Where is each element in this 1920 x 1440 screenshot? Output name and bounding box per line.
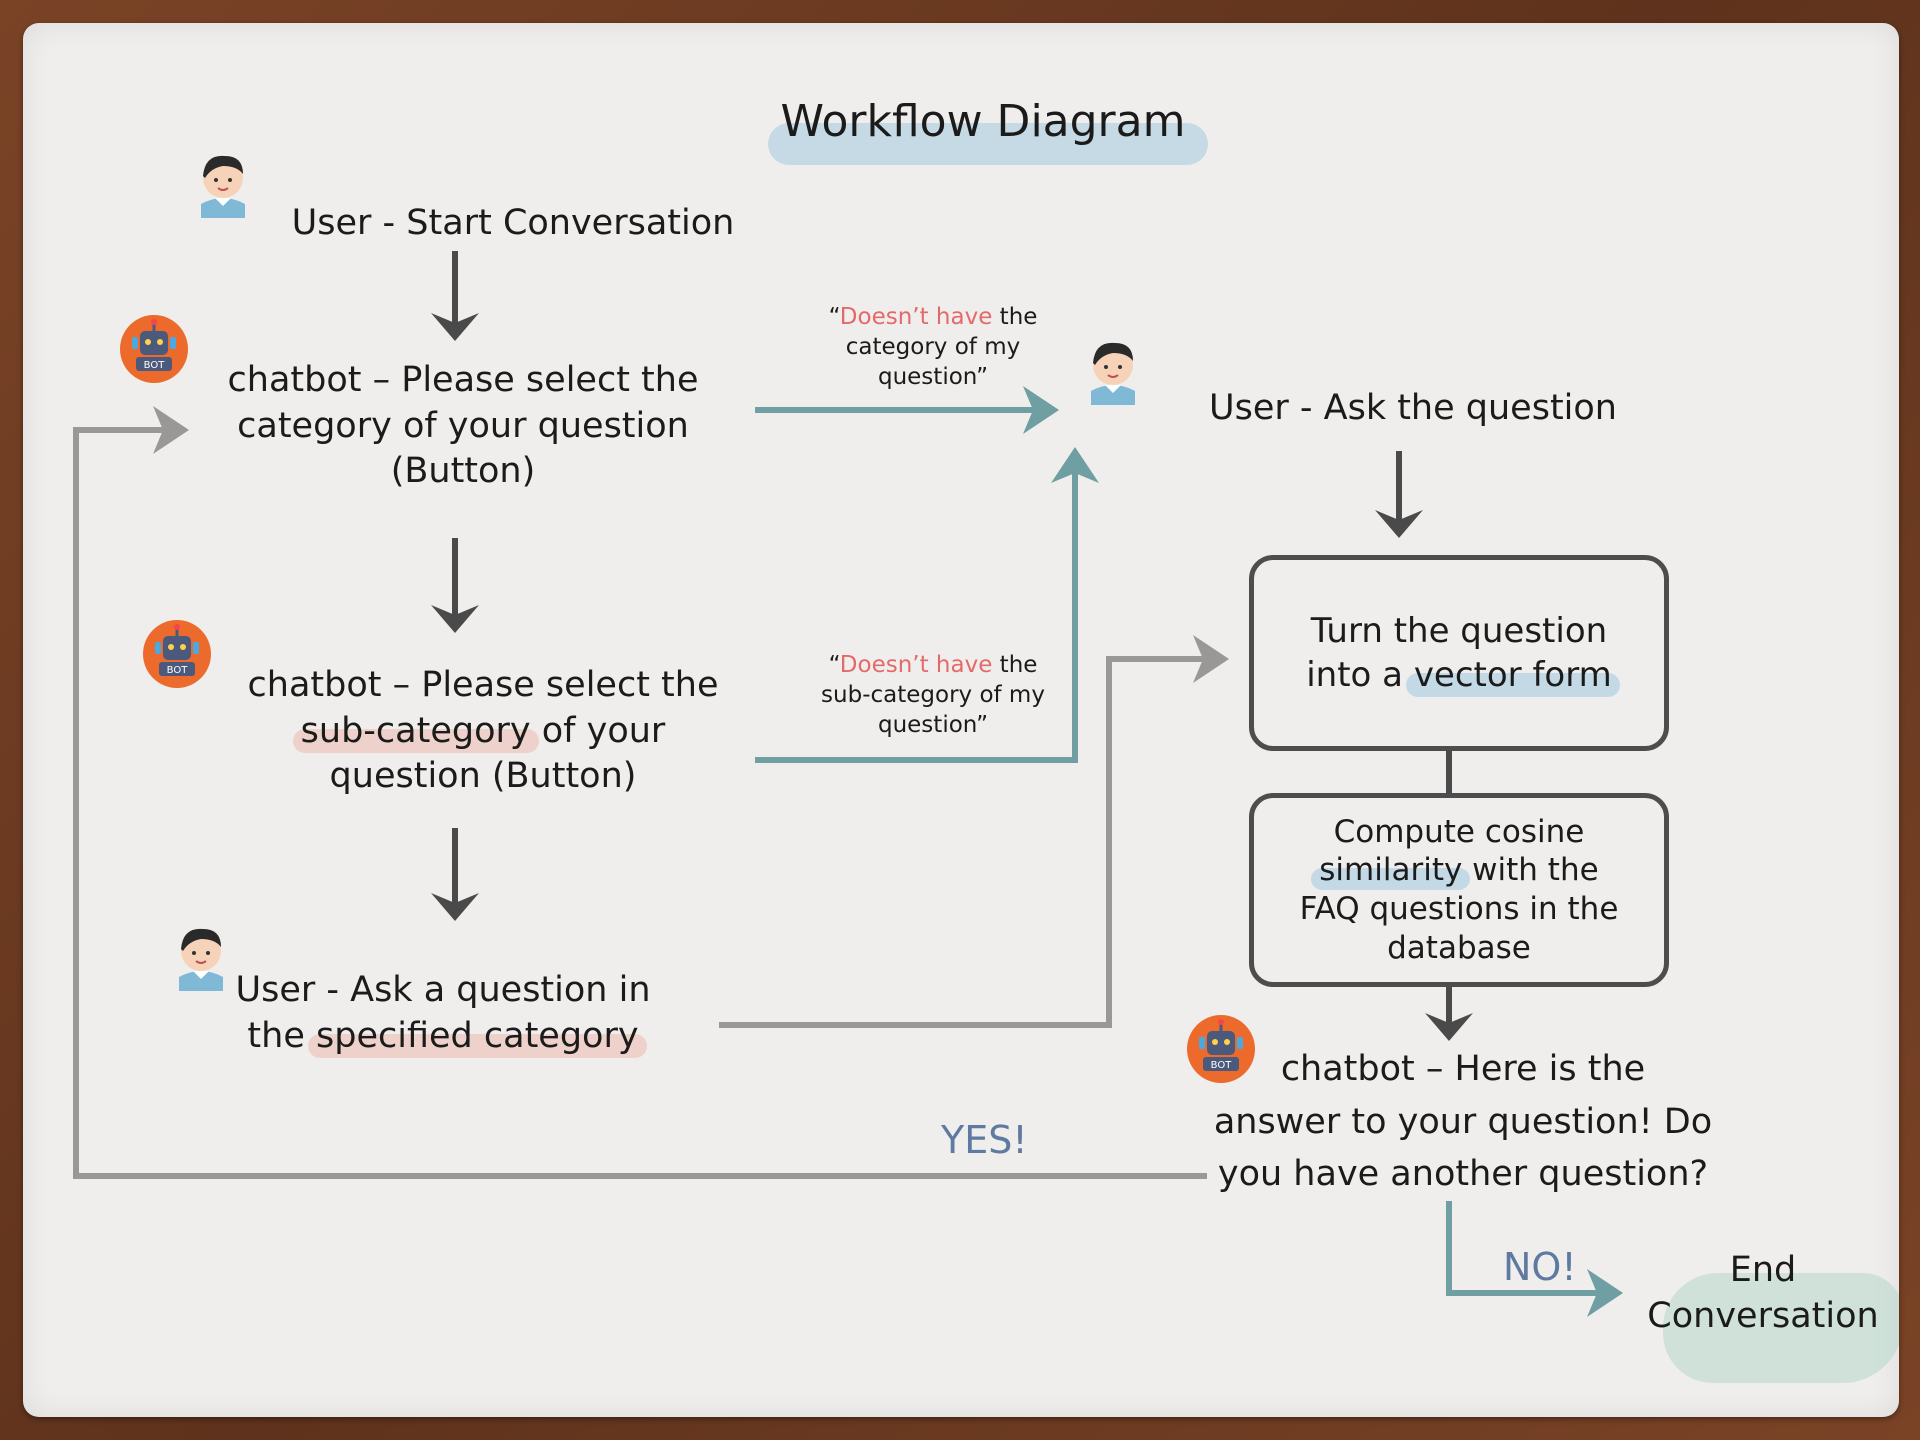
node-end-line1: End bbox=[1729, 1250, 1797, 1290]
arrow-cosine-to-answer bbox=[1425, 985, 1473, 1041]
node-answer-line1: chatbot – Here is the bbox=[1280, 1049, 1646, 1089]
connector-lines bbox=[73, 251, 1623, 1317]
node-ask-text: User - Ask the question bbox=[1208, 388, 1617, 428]
node-subcategory-rest2: of your bbox=[530, 710, 666, 751]
node-select-subcategory: chatbot – Please select the sub-category… bbox=[193, 663, 773, 800]
end-highlight bbox=[1663, 1273, 1899, 1383]
quote-open: “ bbox=[828, 652, 840, 678]
similarity-highlight: similarity bbox=[1319, 852, 1463, 889]
node-select-category: chatbot – Please select the category of … bbox=[173, 358, 753, 495]
node-category-line1: chatbot – Please select the bbox=[227, 360, 699, 400]
quote-open: “ bbox=[828, 304, 840, 330]
node-answer-line3: you have another question? bbox=[1217, 1154, 1709, 1194]
label-no-category-line3: question” bbox=[877, 363, 989, 390]
robot-bot-icon: BOT bbox=[1185, 1013, 1257, 1089]
paper-canvas: Workflow Diagram bbox=[23, 23, 1899, 1417]
node-answer-line2: answer to your question! Do bbox=[1213, 1101, 1713, 1142]
label-no-subcategory: “Doesn’t have the sub-category of my que… bbox=[783, 651, 1083, 741]
arrow-category-to-ask-teal bbox=[755, 386, 1059, 434]
arrow-subcategory-to-ask-teal bbox=[755, 447, 1099, 763]
arrow-subcategory-to-ask bbox=[431, 828, 479, 921]
arrow-ask-category-to-vector bbox=[719, 635, 1229, 1028]
box-vector-pre2: into a bbox=[1306, 655, 1414, 695]
arrow-category-to-subcategory bbox=[431, 538, 479, 633]
robot-bot-icon: BOT bbox=[118, 313, 190, 389]
node-category-line3: (Button) bbox=[390, 451, 536, 491]
label-no-category-line2: category of my bbox=[845, 333, 1021, 360]
label-no-category: “Doesn’t have the category of my questio… bbox=[783, 303, 1083, 393]
vector-form-highlight: vector form bbox=[1413, 655, 1612, 695]
box-cosine-line4: database bbox=[1387, 929, 1531, 966]
node-start-text: User - Start Conversation bbox=[291, 203, 735, 243]
label-no-subcategory-line2: sub-category of my bbox=[821, 681, 1045, 708]
robot-bot-icon: BOT bbox=[141, 618, 213, 694]
user-avatar-icon bbox=[193, 148, 253, 222]
arrow-answer-to-end-teal bbox=[1446, 1201, 1623, 1317]
box-cosine-line1: Compute cosine bbox=[1333, 813, 1585, 850]
label-doesnt-have: Doesn’t have bbox=[839, 652, 993, 678]
node-category-line2: category of your question bbox=[237, 405, 689, 446]
specified-category-highlight: specified category bbox=[316, 1015, 639, 1056]
node-ask-category-pre2: the bbox=[247, 1015, 316, 1056]
user-avatar-icon bbox=[1083, 335, 1143, 409]
svg-text:BOT: BOT bbox=[167, 665, 189, 676]
arrow-yes-loop-back bbox=[73, 406, 1207, 1179]
arrow-start-to-category bbox=[431, 251, 479, 341]
subcategory-highlight: sub-category bbox=[300, 710, 531, 751]
svg-text:BOT: BOT bbox=[144, 360, 166, 371]
node-ask-in-category: User - Ask a question in the specified c… bbox=[193, 968, 693, 1059]
node-subcategory-line3: question (Button) bbox=[329, 756, 637, 796]
title-highlight bbox=[768, 123, 1208, 165]
box-cosine-line3: FAQ questions in the bbox=[1299, 891, 1619, 927]
box-cosine-rest2: with the bbox=[1462, 852, 1599, 889]
label-rest1: the bbox=[992, 304, 1038, 330]
arrow-ask-to-vector bbox=[1375, 451, 1423, 538]
box-vector-form: Turn the question into a vector form bbox=[1249, 555, 1669, 751]
box-cosine-similarity: Compute cosine similarity with the FAQ q… bbox=[1249, 793, 1669, 987]
svg-text:BOT: BOT bbox=[1211, 1060, 1233, 1071]
user-avatar-icon bbox=[171, 921, 231, 995]
node-ask-the-question: User - Ask the question bbox=[1173, 386, 1653, 432]
page-title: Workflow Diagram bbox=[780, 96, 1186, 147]
label-no-subcategory-line3: question” bbox=[877, 711, 989, 738]
label-no: NO! bbox=[1503, 1245, 1577, 1289]
label-rest1: the bbox=[992, 652, 1038, 678]
node-subcategory-line1: chatbot – Please select the bbox=[247, 665, 719, 705]
node-answer: chatbot – Here is the answer to your que… bbox=[1203, 1043, 1723, 1201]
label-doesnt-have: Doesn’t have bbox=[839, 304, 993, 330]
node-end-conversation: End Conversation bbox=[1633, 1248, 1893, 1339]
label-yes: YES! bbox=[941, 1118, 1028, 1162]
node-ask-category-line1: User - Ask a question in bbox=[235, 970, 651, 1010]
box-vector-line1: Turn the question bbox=[1310, 610, 1608, 651]
node-start-conversation: User - Start Conversation bbox=[243, 201, 783, 247]
node-end-line2: Conversation bbox=[1647, 1295, 1879, 1336]
